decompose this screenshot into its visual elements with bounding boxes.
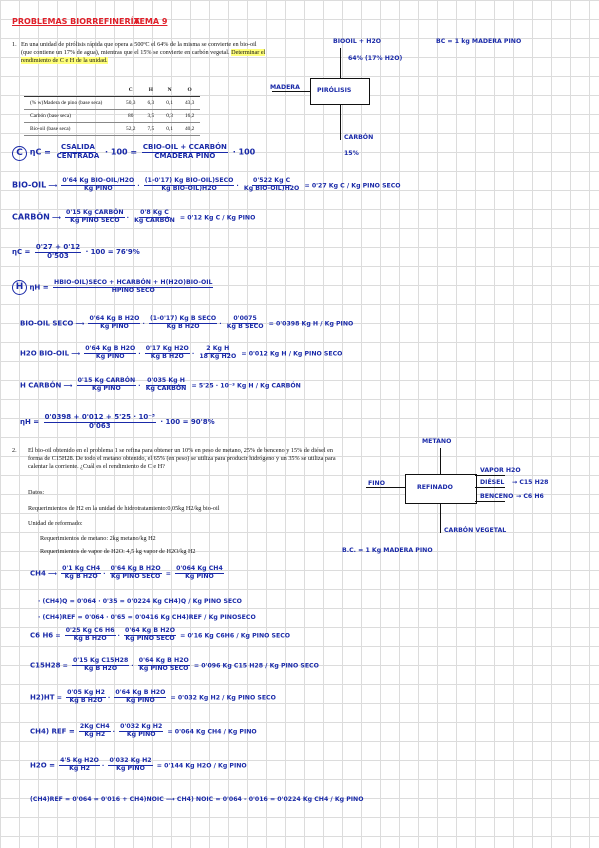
d1-down-line xyxy=(340,104,342,140)
p2-dato3: Requerimientos de metano: 2kg metano/kg … xyxy=(40,535,156,542)
ch4-q-line: · (CH4)Q = 0'064 · 0'35 = 0'0224 Kg CH4)… xyxy=(38,598,242,605)
d2-bottom-label: CARBÓN VEGETAL xyxy=(444,527,507,534)
tema-label: TEMA 9 xyxy=(134,17,168,26)
d2-in-line xyxy=(366,487,405,489)
p2-dato2: Unidad de reformado: xyxy=(28,520,83,527)
p1-statement: En una unidad de pirólisis rápida que op… xyxy=(21,41,266,64)
ch4-final-line: (CH4)REF = 0'064 = 0'016 + CH4)NOIC ⟶ CH… xyxy=(30,796,364,803)
p2-dato1: Requerimientos de H2 en la unidad de hid… xyxy=(28,505,220,512)
c-circle-label: C xyxy=(12,145,27,161)
d1-in-line xyxy=(272,91,310,93)
d2-bc: B.C. = 1 Kg MADERA PINO xyxy=(342,547,433,554)
refinado-box xyxy=(405,474,477,504)
p1-number: 1. xyxy=(12,41,17,48)
page-title: PROBLEMAS BIORREFINERÍA xyxy=(12,17,140,26)
d2-out3: BENCENO xyxy=(480,493,514,500)
h-block: H ηH = HBIO-OIL)SECO + HCARBÓN + H(H2O)B… xyxy=(12,279,215,296)
d1-top-label: BIOOIL + H2O xyxy=(333,38,382,45)
d1-bottom-label: CARBÓN xyxy=(344,134,374,141)
d1-bc: BC = 1 kg MADERA PINO xyxy=(436,38,522,45)
d2-up-line xyxy=(440,448,442,474)
h-circle-label: H xyxy=(12,280,27,296)
d2-out3b: → C6 H6 xyxy=(516,493,544,500)
d2-in-label: FINO xyxy=(368,480,385,487)
d2-out2-line xyxy=(475,487,505,489)
d2-out1: VAPOR H2O xyxy=(480,467,521,474)
ch4-ref-line: · (CH4)REF = 0'064 · 0'65 = 0'0416 Kg CH… xyxy=(38,614,256,621)
d2-out2b: → C15 H28 xyxy=(512,479,549,486)
p2-dato4: Requerimientos de vapor de H2O: 4,5 kg v… xyxy=(40,548,196,555)
d1-in-label: MADERA xyxy=(270,84,300,91)
d2-out3-line xyxy=(475,501,505,503)
p2-number: 2. xyxy=(12,447,17,454)
d1-up-line xyxy=(340,48,342,78)
d2-top-label: METANO xyxy=(422,438,452,445)
d1-top-label2: 64% (17% H2O) xyxy=(348,55,403,62)
p2-datos: Datos: xyxy=(28,489,45,496)
refinado-label: REFINADO xyxy=(417,484,453,491)
d2-down-line xyxy=(440,503,442,533)
d2-out1-line xyxy=(475,475,505,477)
pyrolysis-label: PIRÓLISIS xyxy=(317,87,352,94)
d2-out2: DIÉSEL xyxy=(480,479,505,486)
p2-statement: El bio-oil obtenido en el problema 1 se … xyxy=(28,447,336,470)
d1-bottom-label2: 15% xyxy=(344,150,359,157)
